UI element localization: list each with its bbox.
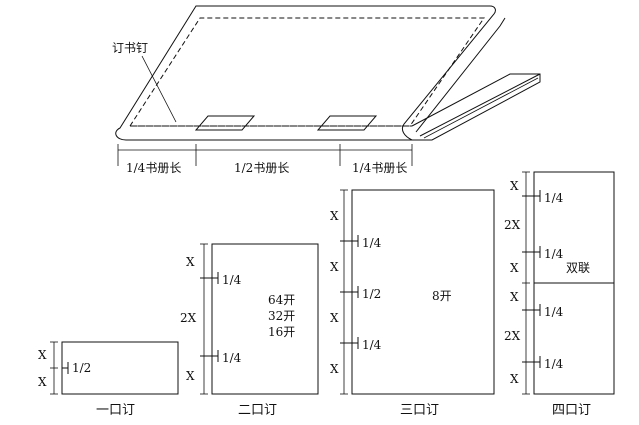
panel-four-stitch: X 2X X X 2X X 1/4 1/4 1/4 1/4 双联 四口订 [504,171,615,418]
book-front-cover-thickness [423,77,539,139]
book-front-cover [411,73,541,141]
panel-four-x-label-3: X [510,261,519,275]
panel-two-caption: 二口订 [238,403,277,418]
panel-two-x-label-3: X [186,369,195,383]
panel-one-stitch: X X 1/2 一口订 [38,341,179,418]
staple-right [316,115,378,131]
dim-label-middle: 1/2书册长 [234,161,289,175]
panel-two-text-3: 16开 [268,325,295,339]
staple-left [194,115,256,131]
panel-one-ratio-1: 1/2 [72,361,91,375]
panel-four-x-label-2: 2X [504,218,521,232]
panel-one-x-label-1: X [38,348,47,362]
panel-three-caption: 三口订 [400,403,439,418]
panel-two-text-1: 64开 [268,293,295,307]
book-inner-pages [129,17,485,127]
panel-three-x-label-2: X [330,260,339,274]
book-illustration: 订书钉 1/4书册长 1/2书册长 1/4书册长 [112,5,541,175]
panel-three-x-label-1: X [330,209,339,223]
panel-three-stitch: X X X X 1/4 1/2 1/4 8开 三口订 [330,189,495,418]
panel-four-ratio-1: 1/4 [544,191,564,205]
panel-three-ratio-2: 1/2 [362,287,381,301]
panel-four-ratio-3: 1/4 [544,305,564,319]
panel-three-ratio-1: 1/4 [362,236,382,250]
panel-one-caption: 一口订 [96,403,135,418]
panel-two-stitch: X 2X X 1/4 1/4 64开 32开 16开 二口订 [180,243,319,418]
panel-four-ratio-2: 1/4 [544,247,564,261]
panel-three-ratio-3: 1/4 [362,338,382,352]
dim-label-left: 1/4书册长 [126,161,181,175]
panel-four-caption: 四口订 [552,403,591,418]
book-back-cover [115,5,496,141]
staple-leader-line [141,55,177,123]
panel-one-x-label-2: X [38,375,47,389]
panel-four-ratio-4: 1/4 [544,357,564,371]
panel-three-text-1: 8开 [432,289,452,303]
panel-four-text-1: 双联 [566,261,590,275]
panel-three-x-label-3: X [330,311,339,325]
panel-four-x-label-6: X [510,372,519,386]
panel-two-x-label-2: 2X [180,311,197,325]
panel-two-text-2: 32开 [268,309,295,323]
book-front-cover-edge [415,17,541,137]
panel-two-x-label-1: X [186,255,195,269]
dim-label-right: 1/4书册长 [352,161,407,175]
panel-two-sheet [211,243,319,395]
panel-four-x-label-4: X [510,290,519,304]
panel-three-x-label-4: X [330,362,339,376]
staple-label: 订书钉 [112,41,148,55]
panel-four-x-label-5: 2X [504,329,521,343]
panel-two-ratio-2: 1/4 [222,351,242,365]
panel-four-x-label-1: X [510,179,519,193]
panel-two-ratio-1: 1/4 [222,273,242,287]
